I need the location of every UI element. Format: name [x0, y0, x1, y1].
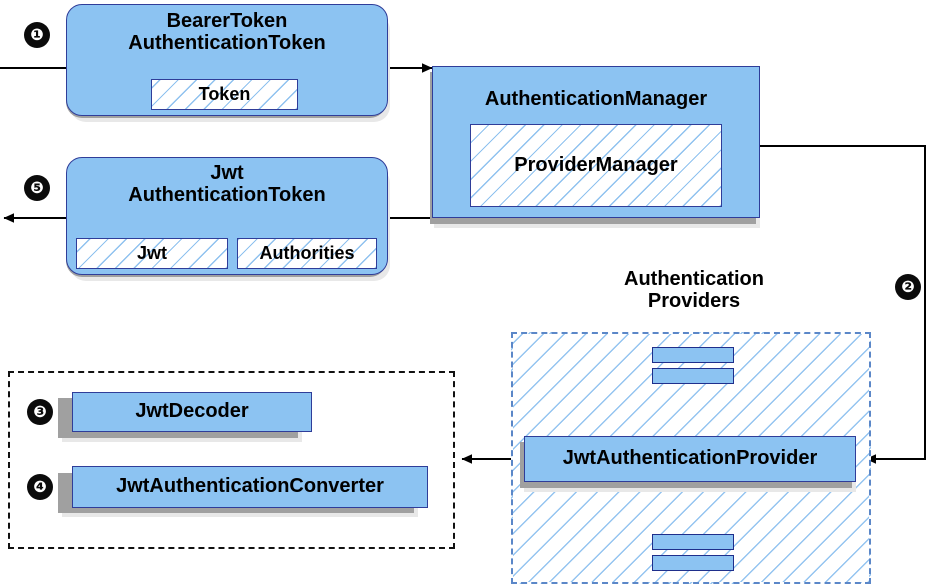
node-authorities[interactable]: Authorities [237, 238, 377, 269]
authentication-providers-label-line1: Authentication [624, 268, 764, 290]
bearer-token-line2: AuthenticationToken [128, 31, 326, 54]
provider-stub-bottom-2 [652, 555, 734, 571]
marker-2-label: ❷ [901, 277, 915, 296]
marker-1: ❶ [24, 22, 50, 48]
authentication-providers-label: Authentication Providers [570, 268, 818, 313]
marker-5: ❺ [24, 175, 50, 201]
node-jwt-decoder[interactable]: JwtDecoder [72, 392, 312, 432]
provider-stub-bottom-1 [652, 534, 734, 550]
authorities-label: Authorities [259, 243, 355, 263]
node-jwt[interactable]: Jwt [76, 238, 228, 269]
authentication-manager-title: AuthenticationManager [484, 88, 708, 110]
jwt-authentication-converter-label: JwtAuthenticationConverter [116, 475, 384, 498]
jwt-authentication-provider-label: JwtAuthenticationProvider [562, 447, 818, 470]
marker-4: ❹ [27, 474, 53, 500]
jwt-label: Jwt [136, 243, 167, 263]
node-provider-manager[interactable]: ProviderManager [470, 124, 722, 207]
node-jwt-authentication-provider[interactable]: JwtAuthenticationProvider [524, 436, 856, 482]
bearer-token-line1: BearerToken [166, 10, 288, 32]
connector-manager-to-provider [760, 145, 926, 464]
node-jwt-authentication-converter[interactable]: JwtAuthenticationConverter [72, 466, 428, 508]
provider-manager-label: ProviderManager [514, 154, 678, 176]
support-group-container [8, 371, 455, 549]
node-bearer-token-authentication-token[interactable]: BearerToken AuthenticationToken [66, 4, 388, 116]
provider-stub-top-1 [652, 347, 734, 363]
marker-2: ❷ [895, 274, 921, 300]
marker-3-label: ❸ [33, 402, 47, 421]
authentication-providers-label-line2: Providers [647, 290, 741, 313]
provider-stub-top-2 [652, 368, 734, 384]
marker-5-label: ❺ [30, 178, 44, 197]
marker-1-label: ❶ [30, 25, 44, 44]
marker-3: ❸ [27, 399, 53, 425]
jwt-decoder-label: JwtDecoder [135, 400, 249, 423]
jwt-token-line2: AuthenticationToken [128, 183, 326, 206]
marker-4-label: ❹ [33, 477, 47, 496]
token-label: Token [198, 84, 251, 104]
jwt-token-line1: Jwt [210, 162, 244, 184]
node-token[interactable]: Token [151, 79, 298, 110]
